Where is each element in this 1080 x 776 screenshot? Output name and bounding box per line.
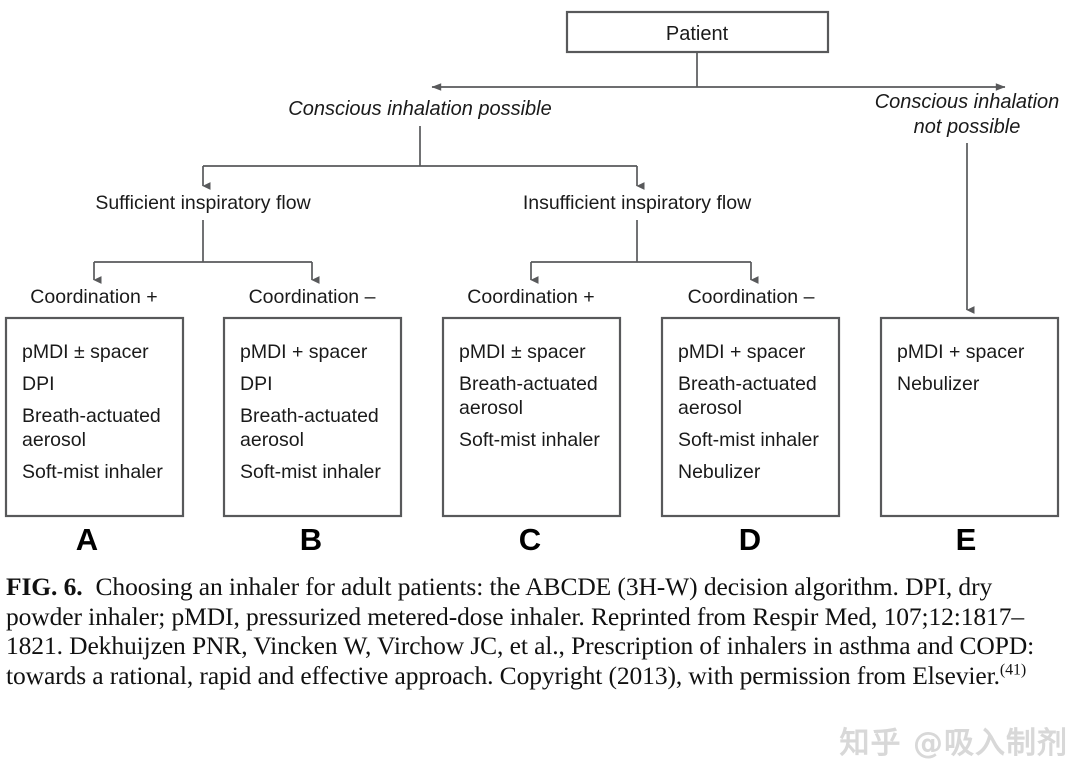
option-item: Soft-mist inhaler <box>678 429 819 451</box>
option-item: aerosol <box>240 429 304 451</box>
option-box-c-items: pMDI ± spacerBreath-actuatedaerosolSoft-… <box>459 341 600 451</box>
option-box-a <box>4 316 185 518</box>
option-item: Breath-actuated <box>459 373 598 395</box>
node-coordination-c: Coordination + <box>467 286 594 308</box>
node-insufficient-inspiratory-flow: Insufficient inspiratory flow <box>523 192 752 214</box>
branch-label-conscious-not-possible-line1: Conscious inhalation <box>875 91 1060 113</box>
branch-label-conscious-not-possible-line2: not possible <box>914 116 1021 138</box>
figure-caption: FIG. 6.Choosing an inhaler for adult pat… <box>6 572 1074 690</box>
watermark-zhihu: 知乎 @吸入制剂 <box>839 726 1068 761</box>
option-item: Nebulizer <box>678 461 761 483</box>
option-box-b <box>222 316 403 518</box>
option-item: aerosol <box>678 397 742 419</box>
inhaler-decision-flowchart: Patient Conscious inhalation possible Co… <box>4 10 1060 557</box>
option-item: Soft-mist inhaler <box>240 461 381 483</box>
flowchart-canvas: Patient Conscious inhalation possible Co… <box>4 10 1060 557</box>
node-sufficient-inspiratory-flow: Sufficient inspiratory flow <box>95 192 311 214</box>
option-item: aerosol <box>22 429 86 451</box>
option-item: Breath-actuated <box>240 405 379 427</box>
option-item: Breath-actuated <box>22 405 161 427</box>
node-coordination-a: Coordination + <box>30 286 157 308</box>
node-coordination-d: Coordination – <box>688 286 815 308</box>
option-item: pMDI + spacer <box>678 341 806 363</box>
caption-reference-marker: (41) <box>999 661 1027 678</box>
node-patient-box <box>565 10 830 54</box>
option-item: pMDI ± spacer <box>22 341 149 363</box>
figure-number-label: FIG. 6. <box>6 572 83 601</box>
option-item: Soft-mist inhaler <box>459 429 600 451</box>
option-item: Nebulizer <box>897 373 980 395</box>
option-item: Breath-actuated <box>678 373 817 395</box>
option-box-e <box>879 316 1060 518</box>
option-box-letter-d: D <box>739 522 761 557</box>
option-box-letter-e: E <box>956 522 977 557</box>
option-box-letter-b: B <box>300 522 322 557</box>
option-box-d-items: pMDI + spacerBreath-actuatedaerosolSoft-… <box>678 341 819 483</box>
option-item: DPI <box>22 373 55 395</box>
option-item: aerosol <box>459 397 523 419</box>
option-box-d <box>660 316 841 518</box>
option-item: Soft-mist inhaler <box>22 461 163 483</box>
branch-label-conscious-possible: Conscious inhalation possible <box>288 98 552 120</box>
option-item: pMDI + spacer <box>897 341 1025 363</box>
figure-caption-text: Choosing an inhaler for adult patients: … <box>6 572 1035 690</box>
node-coordination-b: Coordination – <box>249 286 376 308</box>
option-box-letter-a: A <box>76 522 98 557</box>
option-box-letter-c: C <box>519 522 541 557</box>
option-item: DPI <box>240 373 273 395</box>
option-item: pMDI ± spacer <box>459 341 586 363</box>
option-item: pMDI + spacer <box>240 341 368 363</box>
option-box-c <box>441 316 622 518</box>
node-patient-label: Patient <box>666 23 729 45</box>
